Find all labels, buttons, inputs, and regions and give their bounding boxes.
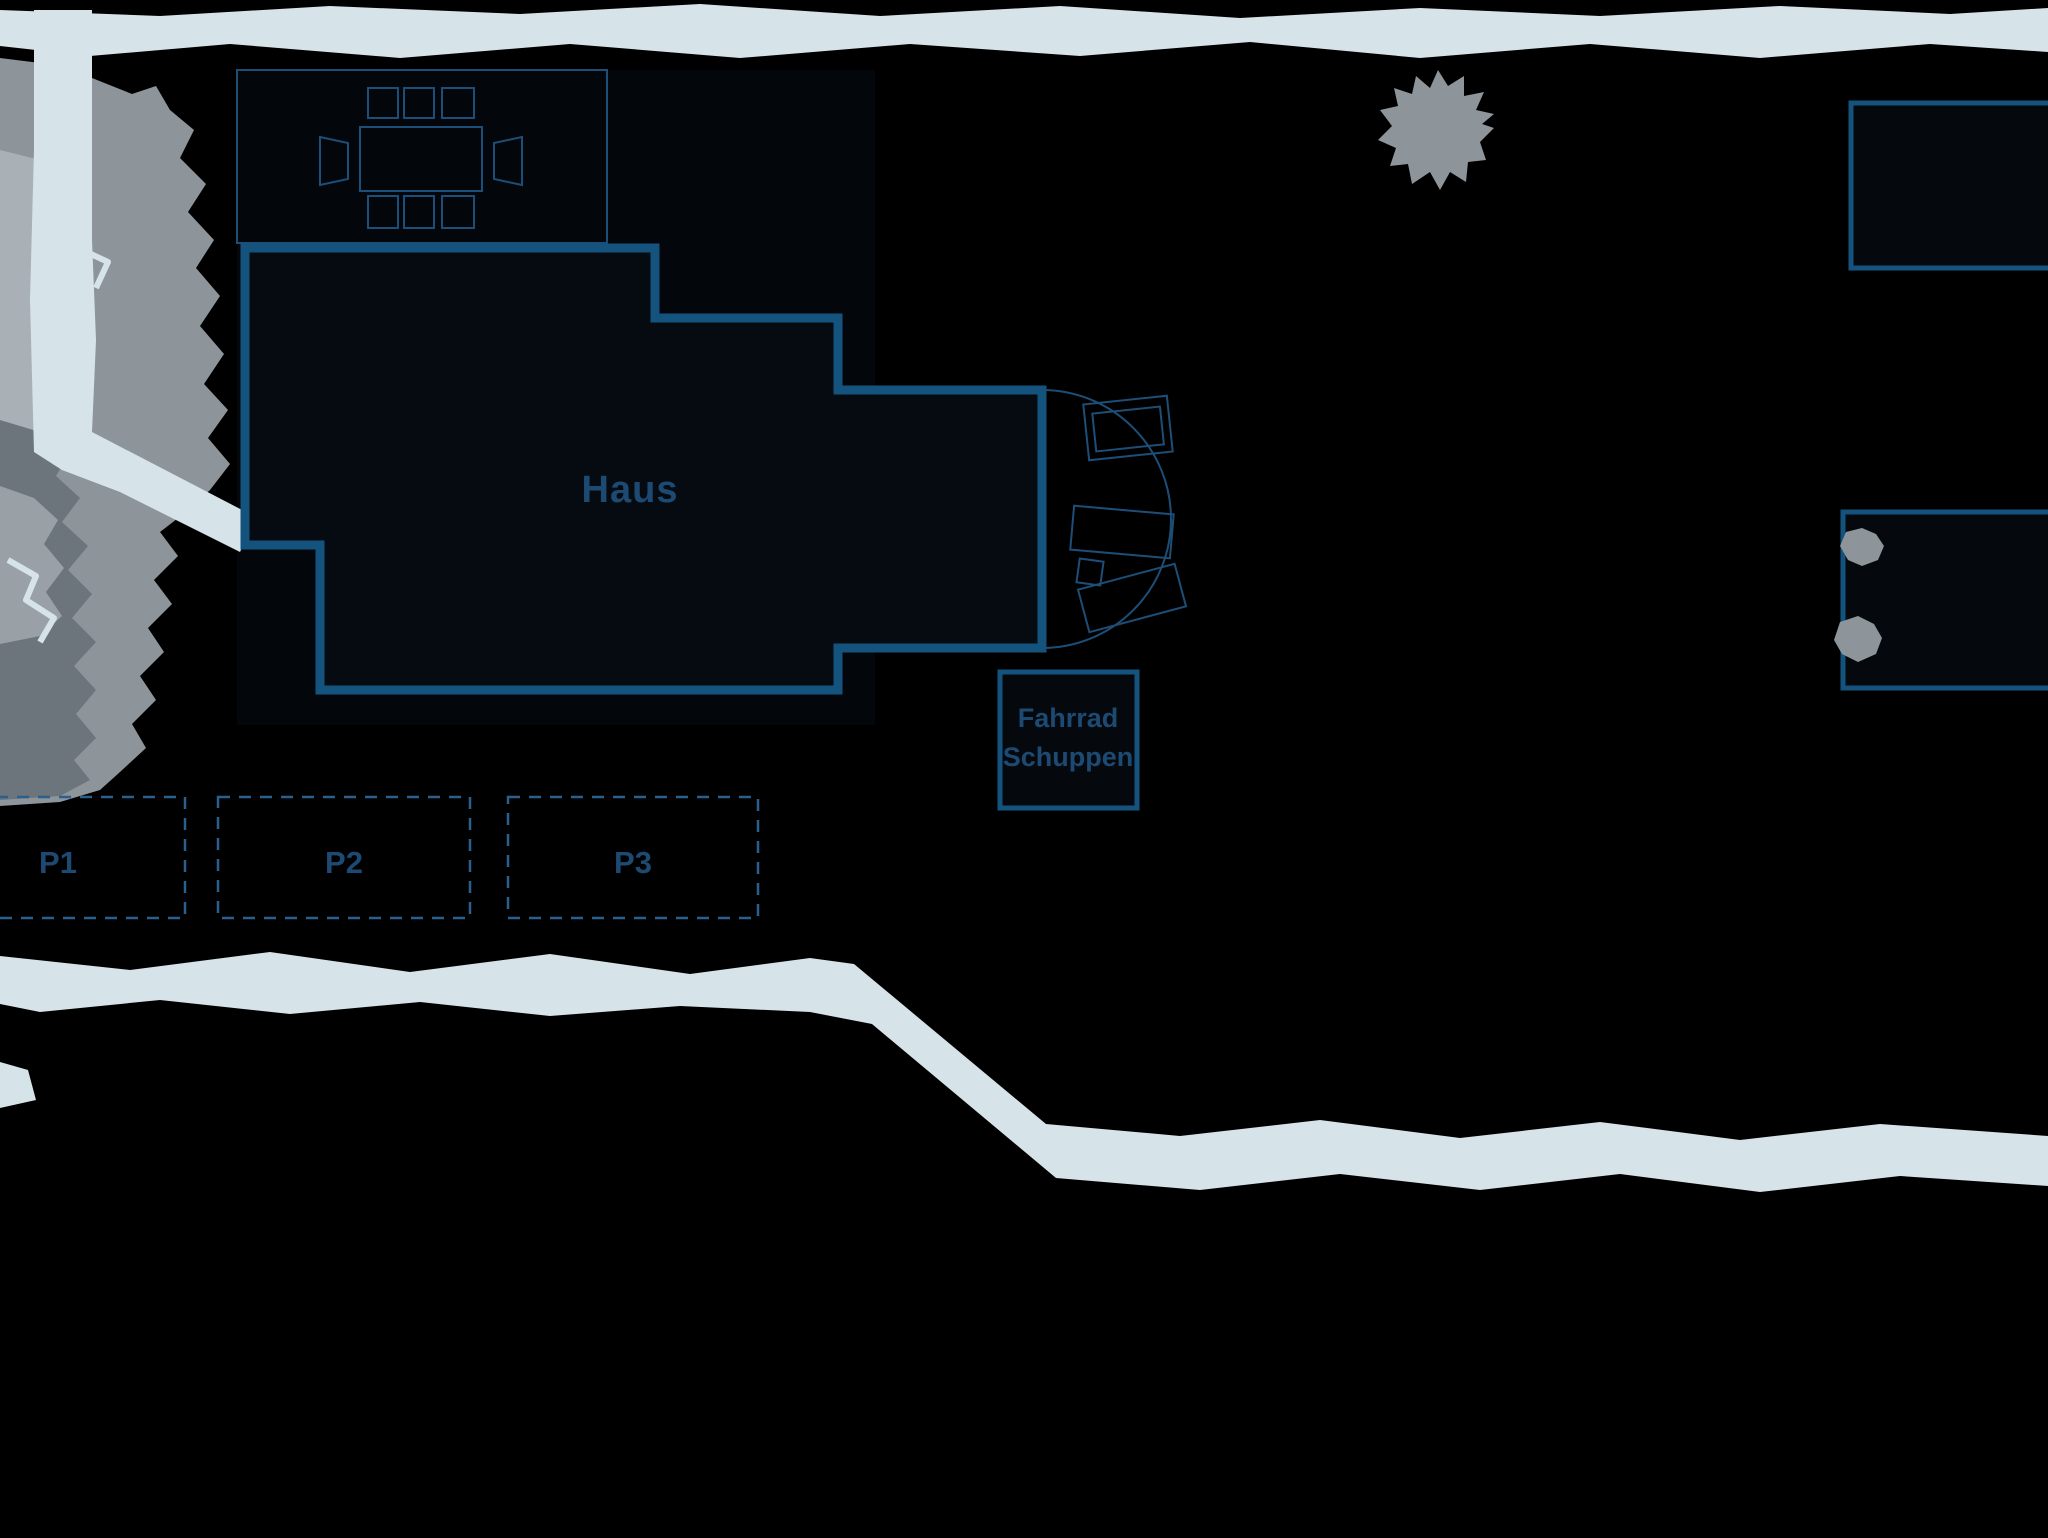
chair xyxy=(493,135,523,187)
terrace-outline xyxy=(236,69,608,244)
parking-label-p2: P2 xyxy=(325,845,363,880)
side-table-top xyxy=(1075,557,1105,587)
chair xyxy=(403,87,435,119)
shrub-icon xyxy=(1834,616,1882,662)
footpath-top xyxy=(0,4,2048,58)
table xyxy=(359,126,483,192)
sun-lounger xyxy=(1069,504,1175,560)
shrub-icon xyxy=(1840,528,1884,566)
sun-lounger-inner xyxy=(1091,405,1166,453)
sun-lounger-outer xyxy=(1069,504,1175,560)
sun-lounger-outer xyxy=(1082,394,1174,462)
patio-semicircle-outline xyxy=(1041,389,1172,649)
sun-lounger xyxy=(1082,394,1174,462)
footpath-fragment-bottom-left xyxy=(0,1062,36,1108)
tree-icon xyxy=(1378,70,1494,190)
chair xyxy=(367,195,399,229)
bike-shed-label-line1: Fahrrad xyxy=(1018,703,1119,733)
parking-label-p3: P3 xyxy=(614,845,652,880)
chair xyxy=(319,135,349,187)
footpath-group xyxy=(0,4,2048,1192)
sun-lounger xyxy=(1076,562,1188,634)
bike-shed-outline xyxy=(997,669,1140,811)
right-edge-structures xyxy=(1834,100,2048,691)
parking-space-p1 xyxy=(0,795,187,920)
side-table xyxy=(1075,557,1105,587)
sun-lounger-outer xyxy=(1076,562,1188,634)
vegetation-crack xyxy=(6,557,57,644)
footpath-left xyxy=(30,10,250,552)
terrace-group xyxy=(236,69,608,244)
patio-semicircle-group xyxy=(1041,389,1188,649)
bike-shed-label-line2: Schuppen xyxy=(1003,742,1134,772)
house-label: Haus xyxy=(582,469,679,511)
parking-group: P1 P2 P3 xyxy=(0,795,760,920)
parking-space-p3 xyxy=(506,795,760,920)
chair xyxy=(403,195,435,229)
bike-shed-group: Fahrrad Schuppen xyxy=(997,669,1140,811)
parking-label-p1: P1 xyxy=(39,845,77,880)
chair xyxy=(367,87,399,119)
chair xyxy=(441,195,475,229)
chair xyxy=(441,87,475,119)
parking-space-p2 xyxy=(216,795,472,920)
footpath-bottom xyxy=(0,952,2048,1192)
vegetation-blob-mid xyxy=(0,486,64,644)
right-structure-top xyxy=(1848,100,2048,271)
